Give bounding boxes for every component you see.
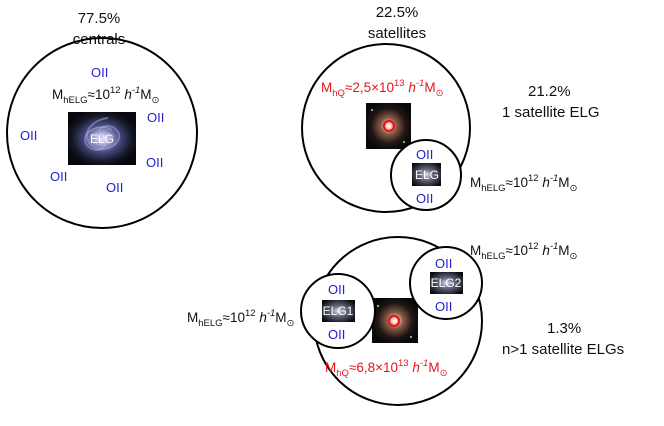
- one-satellite-label: 1 satellite ELG: [502, 104, 600, 121]
- central-galaxy-label: ELG: [90, 132, 114, 146]
- host-halo-circle: [301, 43, 471, 213]
- multi-satellite-percent: 1.3%: [547, 320, 581, 337]
- oii-label: OII: [435, 299, 452, 314]
- elg1-subhalo-mass: MhELG≈1012 h-1M⊙: [187, 308, 295, 329]
- oii-label: OII: [328, 327, 345, 342]
- satellite-subhalo-mass: MhELG≈1012 h-1M⊙: [470, 173, 578, 194]
- host-galaxy-image: [366, 103, 411, 149]
- oii-label: OII: [91, 65, 108, 80]
- oii-label: OII: [147, 110, 164, 125]
- centrals-percent: 77.5%: [78, 10, 121, 27]
- elg2-galaxy-label: ELG2: [431, 276, 462, 290]
- elg1-galaxy-label: ELG1: [323, 304, 354, 318]
- oii-label: OII: [20, 128, 37, 143]
- elg2-subhalo-mass: MhELG≈1012 h-1M⊙: [470, 241, 578, 262]
- centrals-panel: 77.5% centrals MhELG≈1012 h-1M⊙ OII OII …: [6, 10, 198, 229]
- central-galaxy-image: [68, 112, 136, 165]
- host-galaxy-image: [372, 298, 418, 343]
- satellite-galaxy-image: [412, 163, 441, 186]
- elg2-galaxy-image: [430, 272, 463, 294]
- satellites-label: satellites: [368, 25, 426, 42]
- oii-label: OII: [106, 180, 123, 195]
- oii-label: OII: [146, 155, 163, 170]
- elg1-galaxy-image: [322, 300, 355, 322]
- oii-label: OII: [328, 282, 345, 297]
- oii-label: OII: [416, 191, 433, 206]
- satellite-galaxy-label: ELG: [415, 168, 439, 182]
- oii-label: OII: [435, 256, 452, 271]
- centrals-label: centrals: [73, 31, 126, 48]
- satellites-percent: 22.5%: [376, 4, 419, 21]
- host-halo-mass: MhQ≈6,8×1013 h-1M⊙: [325, 358, 448, 379]
- host-halo-mass: MhQ≈2,5×1013 h-1M⊙: [321, 78, 444, 99]
- oii-label: OII: [416, 147, 433, 162]
- one-satellite-percent: 21.2%: [528, 83, 571, 100]
- multi-satellite-label: n>1 satellite ELGs: [502, 341, 624, 358]
- oii-label: OII: [50, 169, 67, 184]
- satellites-panel: 22.5% satellites MhQ≈2,5×1013 h-1M⊙ 21.2…: [301, 4, 600, 213]
- central-halo-circle: [6, 37, 198, 229]
- multi-satellites-panel: OII ELG1 OII OII ELG2 OII MhQ≈6,8×1013 h…: [187, 236, 624, 406]
- central-halo-mass: MhELG≈1012 h-1M⊙: [52, 85, 160, 106]
